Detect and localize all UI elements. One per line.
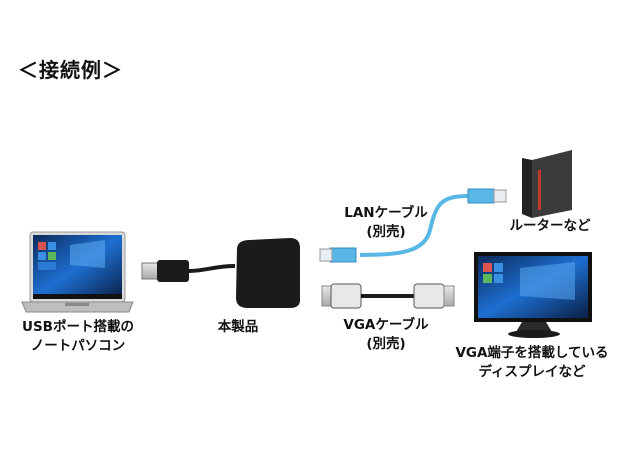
lan-cable-label: LANケーブル (別売) [336,204,436,242]
usb-cable [141,260,236,282]
lan-cable-label-line2: (別売) [366,224,406,240]
monitor-illustration [474,252,592,338]
router-label: ルーターなど [509,218,591,234]
lan-cable [319,188,507,263]
diagram-title: ＜接続例＞ [18,58,123,82]
laptop-label-line2: ノートパソコン [30,338,126,354]
display-label-line1: VGA端子を搭載している [455,345,609,361]
vga-cable-label: VGAケーブル (別売) [336,316,436,354]
laptop-illustration [21,231,134,313]
laptop-label-line1: USBポート搭載の [22,319,134,335]
router-illustration [522,150,572,218]
display-label-line2: ディスプレイなど [478,364,586,380]
product-label: 本製品 [217,319,259,335]
product-adapter [236,238,300,308]
lan-cable-label-line1: LANケーブル [344,205,428,221]
laptop-label: USBポート搭載の ノートパソコン [8,318,148,356]
vga-cable-label-line2: (別売) [366,336,406,352]
vga-cable [321,283,455,309]
display-label: VGA端子を搭載している ディスプレイなど [452,344,612,382]
vga-cable-label-line1: VGAケーブル [343,317,429,333]
